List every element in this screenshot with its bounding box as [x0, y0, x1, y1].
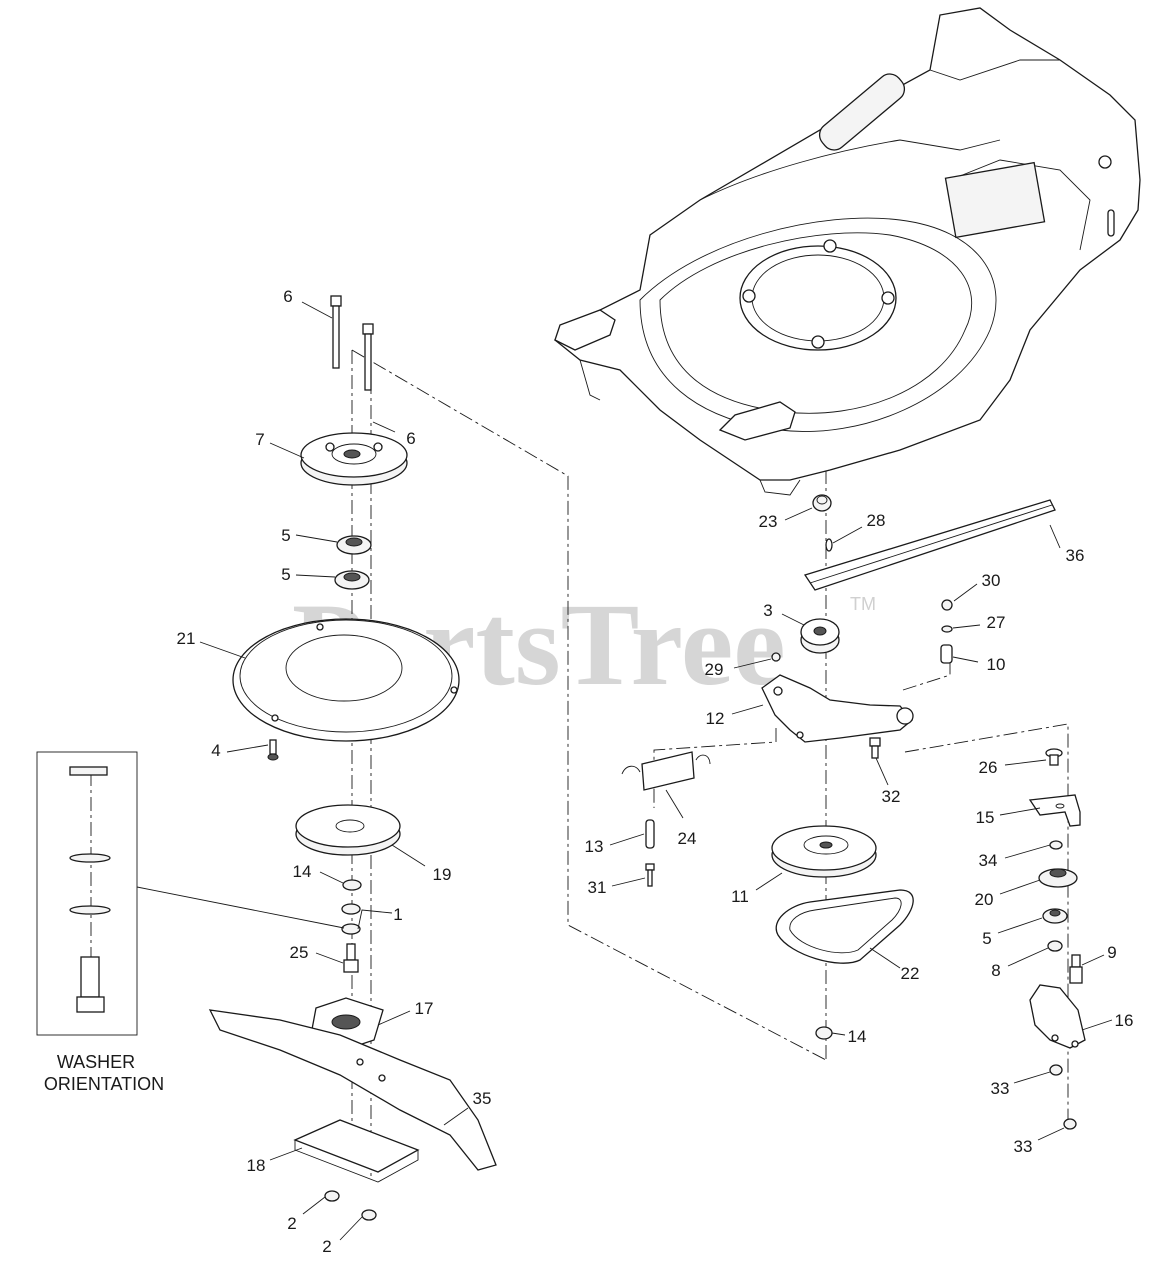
washer-orientation-caption-2: ORIENTATION	[44, 1074, 164, 1094]
keyway-pin	[825, 538, 833, 552]
callout-34: 34	[979, 851, 998, 870]
tension-spring	[621, 751, 711, 791]
blade-weight-bracket	[293, 1119, 420, 1183]
callout-20: 20	[975, 890, 994, 909]
callout-10: 10	[987, 655, 1006, 674]
callout-36: 36	[1066, 546, 1085, 565]
callout-8: 8	[991, 961, 1000, 980]
idler-arm	[761, 674, 914, 743]
blade-bolt	[343, 943, 359, 973]
callout-15: 15	[976, 808, 995, 827]
callout-6: 6	[406, 429, 415, 448]
bracket-pin	[1045, 748, 1063, 766]
lower-bracket	[1029, 984, 1086, 1049]
idler-pulley	[800, 618, 840, 654]
spindle-shield-plate	[232, 618, 460, 742]
drive-belt-long	[803, 499, 1056, 591]
drive-belt-short	[775, 889, 914, 964]
callout-29: 29	[705, 660, 724, 679]
bracket-nuts	[1049, 1064, 1077, 1130]
callout-12: 12	[706, 709, 725, 728]
callout-35: 35	[473, 1089, 492, 1108]
spindle-bolts	[330, 295, 374, 391]
mower-blade	[208, 1009, 497, 1171]
mower-deck-housing	[553, 7, 1141, 496]
callout-24: 24	[678, 829, 697, 848]
callout-1: 1	[393, 905, 402, 924]
spindle-bearings	[334, 535, 372, 590]
callout-17: 17	[415, 999, 434, 1018]
callout-5: 5	[281, 565, 290, 584]
callout-5: 5	[982, 929, 991, 948]
callout-28: 28	[867, 511, 886, 530]
assembly-guide-lines	[351, 349, 1069, 1180]
callout-21: 21	[177, 629, 196, 648]
blade-washers	[341, 879, 362, 935]
callout-7: 7	[255, 430, 264, 449]
callout-22: 22	[901, 964, 920, 983]
blade-adapter-plate	[295, 804, 401, 856]
callout-leader-lines	[199, 301, 1113, 1241]
watermark-trademark: TM	[850, 594, 876, 614]
callout-25: 25	[290, 943, 309, 962]
callout-5: 5	[281, 526, 290, 545]
spindle-pulley-bushing	[812, 494, 832, 512]
washer-orientation-inset	[36, 751, 345, 1036]
callout-14: 14	[293, 862, 312, 881]
spindle-pulley	[771, 825, 877, 878]
spring-spacer-and-bolt	[645, 819, 655, 887]
callout-31: 31	[588, 878, 607, 897]
callout-33: 33	[991, 1079, 1010, 1098]
small-hardware-right	[771, 599, 953, 664]
callout-32: 32	[882, 787, 901, 806]
callout-2: 2	[322, 1237, 331, 1256]
callout-30: 30	[982, 571, 1001, 590]
callout-6: 6	[283, 287, 292, 306]
spindle-nuts	[324, 1190, 377, 1221]
callout-11: 11	[731, 887, 749, 906]
washer-orientation-caption-1: WASHER	[57, 1052, 135, 1072]
callout-9: 9	[1107, 943, 1116, 962]
callout-27: 27	[987, 613, 1006, 632]
callout-16: 16	[1115, 1011, 1134, 1030]
callout-23: 23	[759, 512, 778, 531]
idler-arm-bolt	[869, 737, 881, 759]
bracket-stack-hardware	[1038, 840, 1083, 984]
callout-3: 3	[763, 601, 772, 620]
callout-14: 14	[848, 1027, 867, 1046]
callout-26: 26	[979, 758, 998, 777]
callout-18: 18	[247, 1156, 266, 1175]
callout-13: 13	[585, 837, 604, 856]
callout-33: 33	[1014, 1137, 1033, 1156]
spindle-housing-plate	[300, 432, 408, 486]
callout-19: 19	[433, 865, 452, 884]
callout-labels: 6 6 7 5 5 21 4 19 14 1 25 17 35 18 2 2 2…	[177, 287, 1134, 1256]
shield-screw	[267, 739, 279, 761]
upper-bracket	[1028, 794, 1081, 827]
callout-2: 2	[287, 1214, 296, 1233]
callout-4: 4	[211, 741, 220, 760]
lower-bushing	[815, 1026, 833, 1040]
